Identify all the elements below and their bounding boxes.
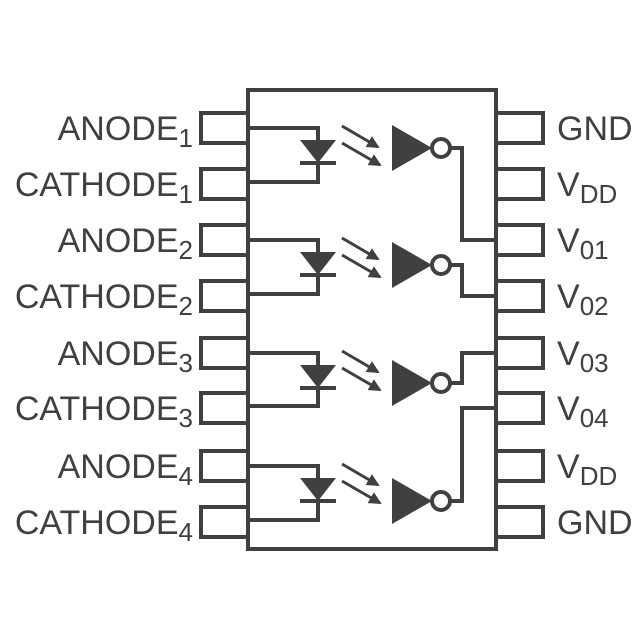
pin-label-anode2: ANODE2 — [58, 222, 193, 265]
pin-box-anode3 — [199, 336, 250, 370]
light-arrow-icon — [341, 479, 382, 505]
inverter-symbol — [392, 478, 432, 524]
pin-box-v04-5 — [494, 391, 545, 425]
pin-box-vdd-1 — [494, 167, 545, 201]
pin-box-cathode4 — [199, 505, 250, 539]
inverter-bubble — [430, 137, 452, 159]
cathode-wire — [248, 388, 320, 408]
pin-box-v01-2 — [494, 223, 545, 257]
pin-label-cathode1: CATHODE1 — [15, 166, 193, 209]
light-arrow-icon — [341, 124, 380, 149]
pin-box-v02-3 — [494, 279, 545, 313]
pin-box-anode4 — [199, 449, 250, 483]
channel-4 — [248, 406, 496, 524]
output-wire — [450, 263, 496, 298]
inverter-symbol — [392, 242, 432, 288]
light-arrow-icon — [341, 366, 382, 392]
output-wire — [450, 406, 496, 503]
pin-box-anode1 — [199, 111, 250, 145]
pin-label-vdd-6: VDD — [557, 448, 617, 491]
pin-box-cathode1 — [199, 167, 250, 201]
light-arrow-icon — [341, 141, 382, 167]
pin-label-gnd-7: GND — [557, 504, 633, 542]
pin-label-anode1: ANODE1 — [58, 110, 193, 153]
pin-box-gnd-7 — [494, 505, 545, 539]
pin-label-cathode2: CATHODE2 — [15, 278, 193, 321]
light-arrow-icon — [341, 236, 380, 261]
inverter-bubble — [430, 490, 452, 512]
pin-label-gnd-0: GND — [557, 110, 633, 148]
pin-label-anode4: ANODE4 — [58, 448, 193, 491]
anode-wire — [248, 126, 320, 142]
pin-label-v01-2: V01 — [557, 222, 609, 265]
pin-label-v02-3: V02 — [557, 278, 609, 321]
light-arrow-icon — [341, 253, 382, 279]
anode-wire — [248, 238, 320, 254]
cathode-wire — [248, 501, 320, 522]
led-diode-symbol — [300, 252, 336, 275]
channel-3 — [248, 349, 496, 408]
output-wire — [450, 146, 496, 242]
led-diode-symbol — [300, 140, 336, 163]
pin-label-vdd-1: VDD — [557, 166, 617, 209]
led-diode-symbol — [300, 365, 336, 388]
pin-label-v03-4: V03 — [557, 335, 609, 378]
inverter-symbol — [392, 360, 432, 406]
pin-label-cathode4: CATHODE4 — [15, 504, 193, 547]
channel-1 — [248, 124, 496, 242]
pin-box-cathode2 — [199, 279, 250, 313]
pin-label-anode3: ANODE3 — [58, 335, 193, 378]
ic-body-outline — [246, 88, 498, 551]
inverter-bubble — [430, 372, 452, 394]
cathode-wire — [248, 163, 320, 184]
pin-box-anode2 — [199, 223, 250, 257]
anode-wire — [248, 351, 320, 367]
cathode-wire — [248, 275, 320, 296]
pin-box-cathode3 — [199, 391, 250, 425]
anode-wire — [248, 464, 320, 480]
led-diode-symbol — [300, 478, 336, 501]
pin-label-v04-5: V04 — [557, 390, 609, 433]
pin-label-cathode3: CATHODE3 — [15, 390, 193, 433]
light-arrow-icon — [341, 462, 380, 487]
pin-box-gnd-0 — [494, 111, 545, 145]
inverter-symbol — [392, 125, 432, 171]
light-arrow-icon — [341, 349, 380, 374]
output-wire — [450, 351, 496, 385]
pin-box-vdd-6 — [494, 449, 545, 483]
inverter-bubble — [430, 254, 452, 276]
pin-box-v03-4 — [494, 336, 545, 370]
channel-2 — [248, 236, 496, 298]
